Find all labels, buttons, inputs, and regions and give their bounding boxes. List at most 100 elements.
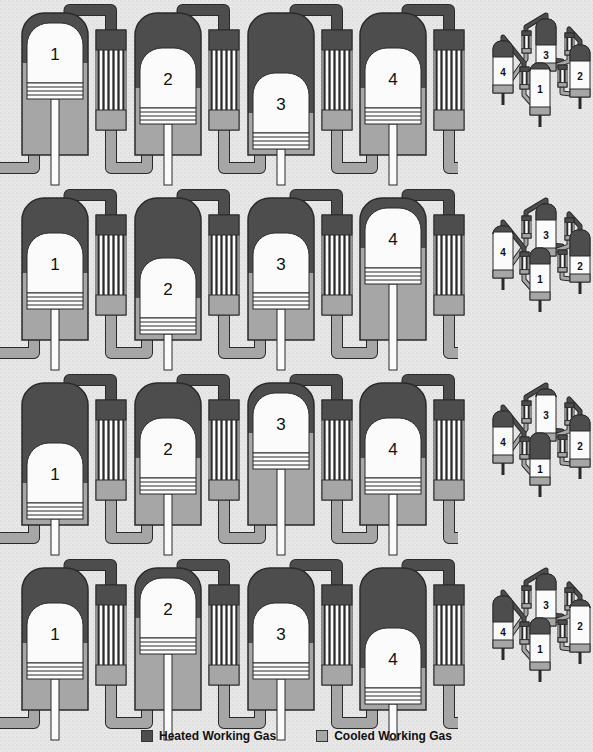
regenerator-mesh (122, 50, 124, 110)
regenerator-mesh (435, 235, 437, 295)
regenerator-hot-cap (96, 30, 126, 50)
regenerator-mesh (97, 235, 99, 295)
regenerator-mesh (107, 605, 109, 665)
regenerator-hot-cap (520, 437, 529, 441)
regenerator (209, 585, 239, 685)
regenerator-hot-cap (522, 31, 531, 35)
regenerator-mesh (323, 605, 325, 665)
cylinder-hot-space (493, 41, 513, 57)
regenerator-mesh (343, 420, 345, 480)
regenerator (96, 30, 126, 130)
piston-ring (253, 465, 309, 466)
piston-rod (579, 97, 582, 109)
piston (140, 578, 196, 638)
piston-rings (140, 638, 196, 654)
legend-swatch (141, 730, 153, 742)
regenerator-hot-cap (96, 400, 126, 420)
piston-rod (502, 278, 505, 290)
piston (27, 233, 83, 293)
piston-rings (140, 318, 196, 334)
piston-ring (365, 486, 421, 487)
regenerator (209, 400, 239, 500)
legend-item: Heated Working Gas (141, 729, 276, 743)
piston-rod (164, 654, 172, 740)
cylinder-number: 3 (543, 50, 549, 61)
cylinder-wall (360, 568, 426, 710)
regenerator-mesh (215, 50, 217, 110)
piston (253, 393, 309, 453)
label-holder: 4 (500, 622, 506, 640)
regenerator-mesh (220, 235, 222, 295)
piston (253, 603, 309, 663)
regenerator-cold-cap (558, 268, 567, 272)
regenerator-hot-cap (520, 67, 529, 71)
legend-text: Cooled Working Gas (334, 729, 452, 743)
cylinder-number: 3 (543, 410, 549, 421)
piston-ring (27, 671, 83, 672)
regenerator-mesh (566, 37, 568, 50)
cylinder-number: 2 (163, 440, 172, 459)
piston (27, 443, 83, 503)
piston-rings (253, 133, 309, 149)
regenerator-mesh (559, 69, 561, 82)
piston-rings (140, 108, 196, 124)
label-holder: 2 (577, 256, 583, 274)
cylinder-cold-space (530, 292, 550, 300)
regenerator (558, 65, 567, 87)
regenerator-mesh (235, 235, 237, 295)
cylinder-hot-space (493, 226, 513, 234)
piston-ring (27, 301, 83, 302)
regenerator-mesh (328, 605, 330, 665)
regenerator-cold-cap (434, 665, 464, 685)
piston-ring (27, 675, 83, 676)
regenerator-mesh (526, 256, 528, 269)
regenerator-mesh (338, 235, 340, 295)
regenerator (520, 252, 529, 274)
piston-rod (51, 519, 59, 555)
regenerator-mesh (435, 420, 437, 480)
regenerator (434, 400, 464, 500)
regenerator (322, 30, 352, 130)
cylinder-number: 1 (537, 84, 543, 95)
cylinder-hot-space (570, 415, 590, 431)
piston (140, 418, 196, 478)
regenerator (522, 401, 531, 423)
cylinder-number: 4 (388, 230, 397, 249)
regenerator-mesh (230, 420, 232, 480)
regenerator-cold-cap (209, 110, 239, 130)
cylinder-number: 2 (163, 280, 172, 299)
regenerator-mesh (333, 420, 335, 480)
cylinder-cold-space (493, 270, 513, 278)
label-holder: 2 (577, 66, 583, 84)
cylinder-hot-space (360, 568, 426, 710)
regenerator-mesh (348, 235, 350, 295)
regenerator-hot-cap (522, 401, 531, 405)
regenerator-cold-cap (520, 85, 529, 89)
regenerator (522, 216, 531, 238)
regenerator-hot-cap (209, 400, 239, 420)
piston-ring (365, 272, 421, 273)
piston-rings (365, 688, 421, 704)
piston-rings (253, 663, 309, 679)
piston-ring (253, 301, 309, 302)
cylinder (570, 45, 590, 97)
cylinder-hot-space (570, 45, 590, 61)
regenerator-hot-cap (565, 218, 574, 222)
label-holder: 1 (537, 459, 543, 477)
cylinder-number: 2 (163, 70, 172, 89)
regenerator-mesh (333, 605, 335, 665)
piston-ring (253, 297, 309, 298)
piston-ring (140, 482, 196, 483)
regenerator-cold-cap (520, 270, 529, 274)
piston-ring (27, 305, 83, 306)
regenerator-mesh (440, 605, 442, 665)
label-holder: 1 (537, 269, 543, 287)
cylinder-number: 1 (50, 465, 59, 484)
regenerator-mesh (523, 220, 525, 233)
regenerator-mesh (215, 420, 217, 480)
piston (365, 48, 421, 108)
piston (365, 208, 421, 268)
piston-rings (365, 108, 421, 124)
piston-rings (27, 503, 83, 519)
regenerator-mesh (230, 50, 232, 110)
